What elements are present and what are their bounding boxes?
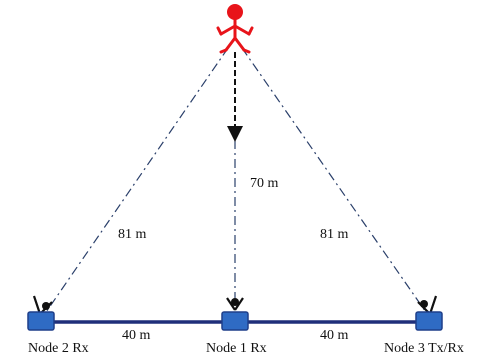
right-baseline-distance-label: 40 m [320,328,349,343]
left-diagonal-ray [41,47,229,319]
node-3-label: Node 3 Tx/Rx [384,341,464,356]
left-diagonal-distance-label: 81 m [118,227,147,242]
right-diagonal-ray [241,47,431,319]
right-diagonal-distance-label: 81 m [320,227,349,242]
node-2-label: Node 2 Rx [28,341,89,356]
node-1-icon [221,297,249,331]
left-baseline-distance-label: 40 m [122,328,151,343]
node-2-icon [27,295,55,331]
vertical-distance-label: 70 m [250,176,279,191]
node-1-label: Node 1 Rx [206,341,267,356]
person-figure-icon [216,4,254,54]
node-3-icon [415,295,443,331]
